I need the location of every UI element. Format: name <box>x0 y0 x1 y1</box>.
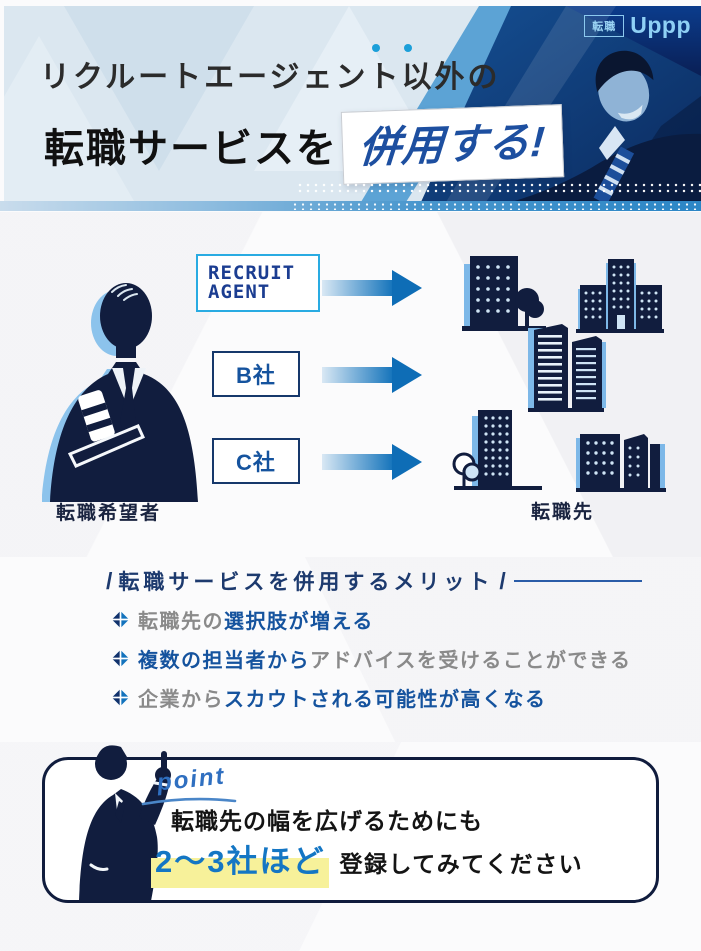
merits-title-row: / 転職サービスを併用するメリット / <box>100 566 642 596</box>
merit-item: 複数の担当者から アドバイスを受けることができる <box>112 647 632 672</box>
hero-banner: 転職 Uppp リクルートエージェント以外の 転職サービスを 併用する! <box>4 6 701 201</box>
point-box: point 転職先の幅を広げるためにも 2〜3社ほど 登録してみてください <box>42 745 659 903</box>
brand-name: Uppp <box>630 12 691 38</box>
skyscrapers-icon <box>528 324 606 412</box>
point-text-line2: 2〜3社ほど 登録してみてください <box>151 836 583 888</box>
headline-line2: 転職サービスを <box>44 126 338 171</box>
merit-text: アドバイスを受けることができる <box>310 649 632 672</box>
headline-line2-row: 転職サービスを 併用する! <box>44 104 565 185</box>
arrow-right-icon <box>322 357 422 393</box>
merit-list: 転職先の 選択肢が増える 複数の担当者から アドバイスを受けることができる <box>112 608 632 725</box>
service-box-recruit-agent: RECRUIT AGENT <box>196 254 320 312</box>
highlighted-text: 2〜3社ほど <box>151 836 330 888</box>
recruit-agent-line2: AGENT <box>208 281 271 303</box>
diamond-bullet-icon <box>112 649 129 667</box>
merit-text-emphasis: スカウトされる可能性が高くなる <box>224 688 547 711</box>
point-text-line1: 転職先の幅を広げるためにも <box>171 808 483 834</box>
handwritten-text: 併用する! <box>357 117 548 172</box>
brand-tag: 転職 <box>584 14 625 37</box>
merit-text: 転職先の <box>138 610 224 633</box>
arrow-right-icon <box>322 444 422 480</box>
two-buildings-icon <box>576 434 666 492</box>
divider-line <box>513 580 642 582</box>
recruit-agent-line1: RECRUIT <box>208 261 296 284</box>
merits-title: 転職サービスを併用するメリット <box>118 571 494 594</box>
slash-right: / <box>499 567 506 594</box>
gradient-bar <box>0 201 701 211</box>
emphasis-dots-icon <box>372 44 412 52</box>
handwritten-box: 併用する! <box>340 104 565 185</box>
service-box-c: C社 <box>212 438 300 484</box>
job-seeker-silhouette <box>42 283 198 502</box>
headline-line1: リクルートエージェント以外の <box>40 61 501 94</box>
tower-tree-icon <box>452 410 542 490</box>
merit-text-emphasis: 複数の担当者から <box>138 649 310 672</box>
merit-item: 企業から スカウトされる可能性が高くなる <box>112 686 632 711</box>
merit-item: 転職先の 選択肢が増える <box>112 608 632 633</box>
bar-dots-pattern <box>291 202 701 210</box>
arrow-right-icon <box>322 270 422 306</box>
office-building-tree-icon <box>462 256 546 331</box>
dots-pattern <box>296 182 701 195</box>
slash-left: / <box>106 567 113 594</box>
hero-triangle <box>4 36 134 201</box>
headquarters-building-icon <box>576 259 664 333</box>
diamond-bullet-icon <box>112 688 129 706</box>
pointing-man-silhouette <box>79 745 171 901</box>
destination-label: 転職先 <box>531 502 595 523</box>
service-box-b: B社 <box>212 351 300 397</box>
brand-logo: 転職 Uppp <box>584 12 691 39</box>
diamond-bullet-icon <box>112 610 129 628</box>
merit-text: 企業から <box>138 688 224 711</box>
point-text-line2-rest: 登録してみてください <box>339 851 584 877</box>
point-label: point <box>155 762 227 797</box>
point-underline-swoosh <box>141 797 237 806</box>
job-seeker-label: 転職希望者 <box>56 503 162 524</box>
merit-text-emphasis: 選択肢が増える <box>224 610 374 633</box>
